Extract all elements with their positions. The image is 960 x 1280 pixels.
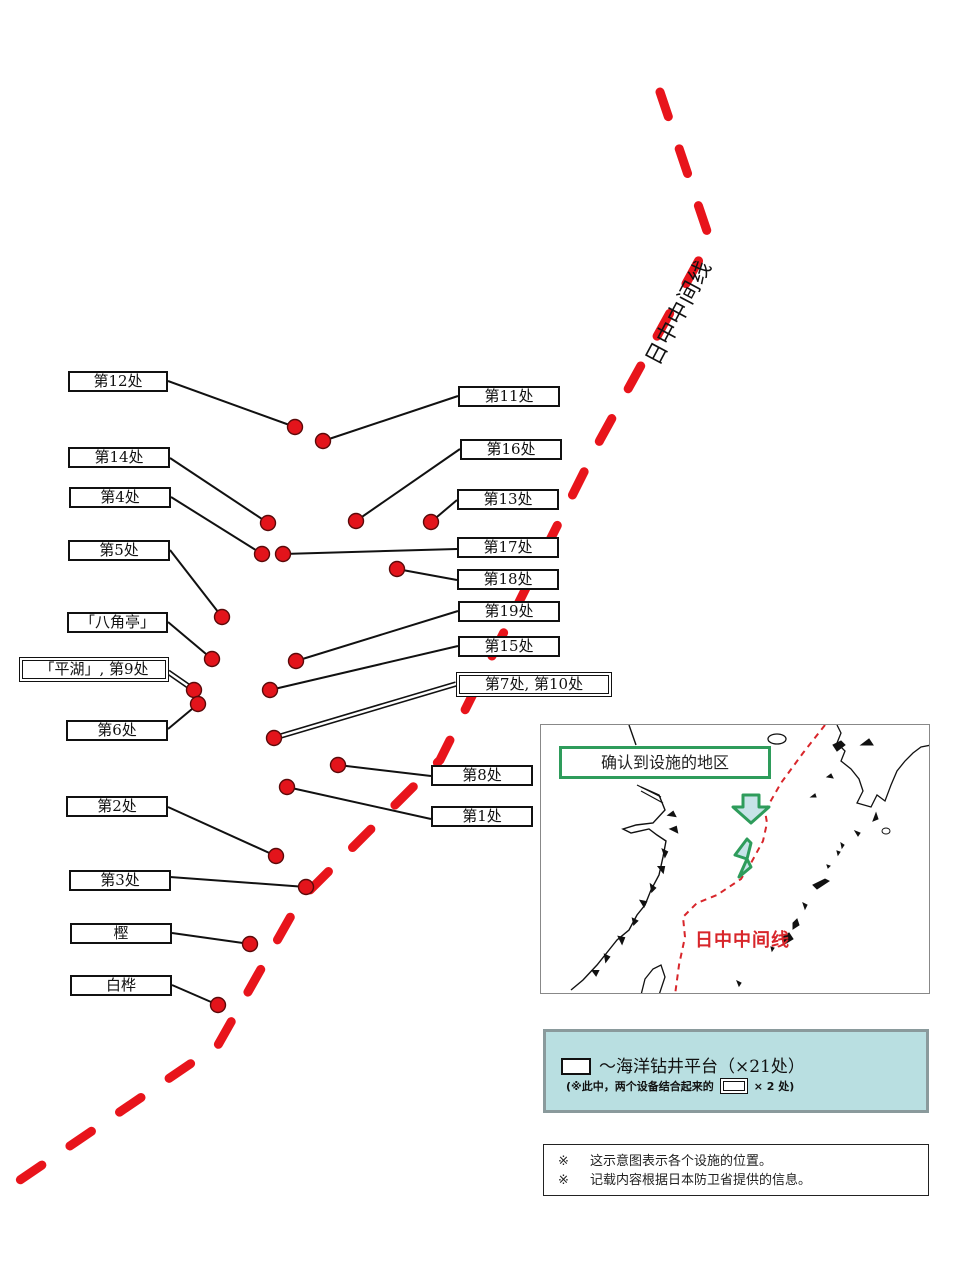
facility-dot[interactable] — [422, 513, 440, 531]
single-platform-swatch-icon — [561, 1058, 591, 1075]
facility-dot[interactable] — [209, 996, 227, 1014]
china-islands — [591, 810, 679, 977]
facility-dot[interactable] — [347, 512, 365, 530]
facility-dot[interactable] — [329, 756, 347, 774]
facility-dot[interactable] — [286, 418, 304, 436]
kyushu-coastline — [836, 725, 929, 808]
facility-dot[interactable] — [253, 545, 271, 563]
leader-line — [286, 786, 432, 820]
facility-dot[interactable] — [388, 560, 406, 578]
leader-line — [169, 457, 269, 524]
facility-dot[interactable] — [259, 514, 277, 532]
leader-line — [171, 984, 219, 1006]
inset-title: 确认到设施的地区 — [559, 746, 771, 779]
facility-label[interactable]: 第8处 — [431, 765, 533, 786]
facility-dot[interactable] — [314, 432, 332, 450]
leader-line — [295, 610, 459, 662]
facility-label[interactable]: 白桦 — [70, 975, 172, 996]
legend-main: ～海洋钻井平台（×21处） — [561, 1052, 805, 1077]
leader-line — [167, 806, 277, 857]
leader-line — [169, 549, 223, 618]
leader-line — [355, 448, 461, 522]
note-line: ※ 记载内容根据日本防卫省提供的信息。 — [558, 1171, 928, 1190]
facility-label[interactable]: 第7处, 第10处 — [456, 672, 612, 697]
facility-dot[interactable] — [274, 545, 292, 563]
note-line: ※ 这示意图表示各个设施的位置。 — [558, 1152, 928, 1171]
down-arrow-icon — [731, 793, 771, 825]
china-coastline — [570, 725, 667, 991]
legend: ～海洋钻井平台（×21处） (※此中，两个设备结合起来的 × 2 处) — [543, 1029, 929, 1113]
facility-dot[interactable] — [185, 681, 203, 699]
facility-area-icon — [733, 837, 753, 879]
facility-label[interactable]: 第3处 — [69, 870, 171, 891]
legend-sub-prefix: (※此中，两个设备结合起来的 — [566, 1080, 714, 1093]
notes: ※ 这示意图表示各个设施的位置。 ※ 记载内容根据日本防卫省提供的信息。 — [543, 1144, 929, 1196]
facility-label[interactable]: 第12处 — [68, 371, 168, 392]
facility-label[interactable]: 第11处 — [458, 386, 560, 407]
japan-west-islands — [809, 738, 874, 798]
facility-label[interactable]: 「平湖」, 第9处 — [19, 657, 169, 682]
facility-label[interactable]: 樫 — [70, 923, 172, 944]
facility-dot[interactable] — [241, 935, 259, 953]
facility-label[interactable]: 第15处 — [458, 636, 560, 657]
facility-dot[interactable] — [189, 695, 207, 713]
leader-lines — [166, 380, 461, 1006]
leader-line — [273, 681, 456, 737]
legend-main-text: ～海洋钻井平台（×21处） — [599, 1057, 805, 1077]
inset-median-label: 日中中间线 — [695, 930, 790, 951]
facility-label[interactable]: 第5处 — [68, 540, 170, 561]
taiwan-coastline — [640, 964, 666, 993]
legend-sub: (※此中，两个设备结合起来的 × 2 处) — [566, 1078, 794, 1094]
leader-line — [396, 568, 458, 581]
facility-label[interactable]: 第17处 — [457, 537, 559, 558]
facility-label[interactable]: 第16处 — [460, 439, 562, 460]
facility-label[interactable]: 第6处 — [66, 720, 168, 741]
facility-dot[interactable] — [265, 729, 283, 747]
inset-map: 确认到设施的地区 日中中间线 — [540, 724, 930, 994]
leader-line — [337, 764, 432, 777]
facility-label[interactable]: 第19处 — [458, 601, 560, 622]
leader-line — [274, 685, 457, 741]
note-mark: ※ — [558, 1173, 569, 1188]
legend-sub-suffix: × 2 处) — [753, 1080, 795, 1093]
median-line-dashes — [15, 87, 715, 1185]
inset-map-drawing — [570, 725, 929, 993]
leader-line — [169, 876, 307, 888]
leader-line — [322, 395, 459, 442]
leader-line — [171, 932, 251, 945]
combined-platform-swatch-icon — [719, 1078, 748, 1094]
facility-label[interactable]: 第18处 — [457, 569, 559, 590]
facility-dot[interactable] — [267, 847, 285, 865]
facility-dot[interactable] — [203, 650, 221, 668]
facility-dot[interactable] — [213, 608, 231, 626]
facility-label[interactable]: 第1处 — [431, 806, 533, 827]
leader-line — [269, 645, 459, 691]
facility-dot[interactable] — [297, 878, 315, 896]
facility-label[interactable]: 第4处 — [69, 487, 171, 508]
facility-label[interactable]: 第13处 — [457, 489, 559, 510]
yangtze-mouth — [636, 784, 664, 804]
note-text: 记载内容根据日本防卫省提供的信息。 — [590, 1173, 812, 1188]
facility-dot[interactable] — [278, 778, 296, 796]
jeju-island — [767, 733, 787, 745]
leader-line — [170, 496, 263, 555]
leader-line — [167, 380, 296, 428]
facility-label[interactable]: 「八角亭」 — [67, 612, 168, 633]
leader-line — [282, 548, 458, 555]
note-text: 这示意图表示各个设施的位置。 — [590, 1154, 773, 1169]
ryukyu-islands — [736, 811, 879, 988]
leader-line — [167, 621, 213, 660]
facility-label[interactable]: 第14处 — [68, 447, 170, 468]
facility-dot[interactable] — [261, 681, 279, 699]
note-mark: ※ — [558, 1154, 569, 1169]
facility-dot[interactable] — [287, 652, 305, 670]
facility-dots — [185, 418, 440, 1014]
median-line — [15, 87, 715, 1185]
facility-label[interactable]: 第2处 — [66, 796, 168, 817]
island-outline — [881, 827, 891, 835]
